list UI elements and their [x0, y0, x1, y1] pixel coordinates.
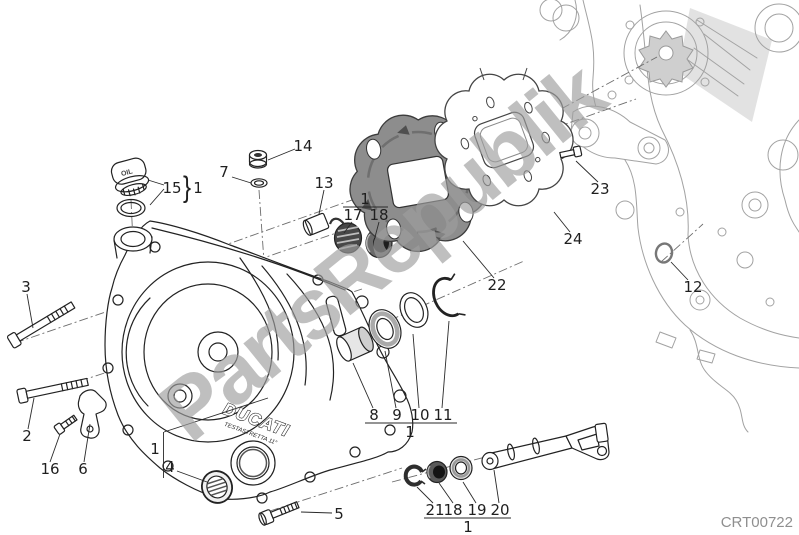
pressure-plate-24	[434, 67, 574, 207]
cylinder-fins	[678, 8, 772, 122]
callout-1-spring-group: 1	[360, 190, 370, 208]
callout-15-brace: }	[182, 171, 192, 204]
callout-21: 21	[425, 501, 445, 519]
callout-13: 13	[314, 174, 334, 192]
callout-7: 7	[219, 163, 229, 181]
bolt-2	[16, 377, 89, 404]
plug-14	[248, 149, 268, 169]
callout-20: 20	[490, 501, 510, 519]
callout-9: 9	[392, 406, 402, 424]
bolt-3	[6, 301, 76, 349]
bolt-5	[258, 501, 300, 526]
callout-18-lower: 18	[443, 501, 463, 519]
catalog-code: CRT00722	[720, 514, 793, 531]
callout-6: 6	[78, 460, 88, 478]
clutch-cover: DUCATI TESTASTRETTA 11°	[102, 220, 414, 504]
bracket-6	[77, 389, 107, 439]
callout-22: 22	[487, 276, 507, 294]
callout-1-cover: 1	[150, 440, 160, 458]
callout-24: 24	[563, 230, 583, 248]
callout-11: 11	[433, 406, 453, 424]
ring-19	[449, 455, 473, 481]
callout-10: 10	[410, 406, 430, 424]
case-mount-arm	[570, 105, 669, 165]
callout-4: 4	[165, 458, 175, 476]
engine-case	[539, 0, 799, 433]
cap-18-lower	[426, 460, 448, 484]
bolt-16	[53, 414, 78, 435]
o-ring-12	[654, 242, 674, 264]
callout-15: 15	[162, 179, 182, 197]
oil-cap-15: OIL	[110, 157, 150, 197]
cover-shaft-opening	[230, 440, 276, 486]
lever-20	[481, 422, 610, 471]
spring-17	[328, 217, 363, 254]
seal-ring-9	[368, 309, 402, 349]
callout-1-cap-group: 1	[193, 179, 203, 197]
bolt-23	[559, 145, 583, 159]
pin-13	[302, 212, 330, 236]
bushing-8	[336, 326, 374, 362]
callout-16: 16	[40, 460, 60, 478]
circlip-11	[432, 273, 466, 318]
leader-lines	[26, 148, 689, 519]
callout-5: 5	[334, 505, 344, 523]
callout-8: 8	[369, 406, 379, 424]
callout-3: 3	[21, 278, 31, 296]
callout-18: 18	[369, 206, 389, 224]
callout-23: 23	[590, 180, 610, 198]
oil-filler-neck	[113, 226, 153, 259]
callout-14: 14	[293, 137, 313, 155]
e-clip-21	[403, 464, 427, 487]
washer-7	[250, 178, 268, 188]
callout-1-ring-group: 1	[405, 423, 415, 441]
case-bore-gear	[623, 10, 710, 96]
callout-1-lever-group: 1	[463, 518, 473, 535]
oil-cap-text: OIL	[120, 168, 134, 178]
callout-17: 17	[343, 206, 363, 224]
callout-2: 2	[22, 427, 32, 445]
callout-12: 12	[683, 278, 703, 296]
washer-10	[399, 292, 429, 328]
grommet-4	[201, 470, 233, 504]
oil-cap-oring-15	[116, 198, 146, 218]
callout-19: 19	[467, 501, 487, 519]
